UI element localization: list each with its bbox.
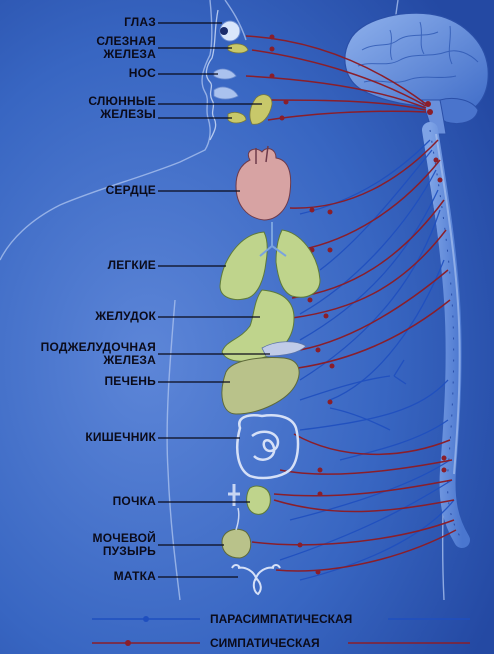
- label-lacrimal-gland: СЛЕЗНАЯ ЖЕЛЕЗА: [96, 35, 156, 61]
- label-salivary-glands: СЛЮННЫЕ ЖЕЛЕЗЫ: [88, 95, 156, 121]
- label-lungs: ЛЕГКИЕ: [108, 259, 156, 272]
- legend-parasympathetic-label: ПАРАСИМПАТИЧЕСКАЯ: [210, 612, 352, 626]
- label-heart: СЕРДЦЕ: [106, 184, 156, 197]
- legend-sympathetic-label: СИМПАТИЧЕСКАЯ: [210, 636, 320, 650]
- label-pancreas-line2: ЖЕЛЕЗА: [41, 354, 156, 367]
- eye-organ: [220, 21, 240, 41]
- label-kidney: ПОЧКА: [113, 495, 156, 508]
- label-nose: НОС: [129, 67, 156, 80]
- label-salivary-line2: ЖЕЛЕЗЫ: [88, 108, 156, 121]
- label-liver: ПЕЧЕНЬ: [104, 375, 156, 388]
- label-eye: ГЛАЗ: [124, 16, 156, 29]
- label-lacrimal-line2: ЖЕЛЕЗА: [96, 48, 156, 61]
- label-uterus: МАТКА: [114, 570, 156, 583]
- label-bladder-line2: ПУЗЫРЬ: [93, 545, 157, 558]
- label-intestine: КИШЕЧНИК: [85, 431, 156, 444]
- label-pancreas: ПОДЖЕЛУДОЧНАЯ ЖЕЛЕЗА: [41, 341, 156, 367]
- label-stomach: ЖЕЛУДОК: [95, 310, 156, 323]
- label-bladder: МОЧЕВОЙ ПУЗЫРЬ: [93, 532, 157, 558]
